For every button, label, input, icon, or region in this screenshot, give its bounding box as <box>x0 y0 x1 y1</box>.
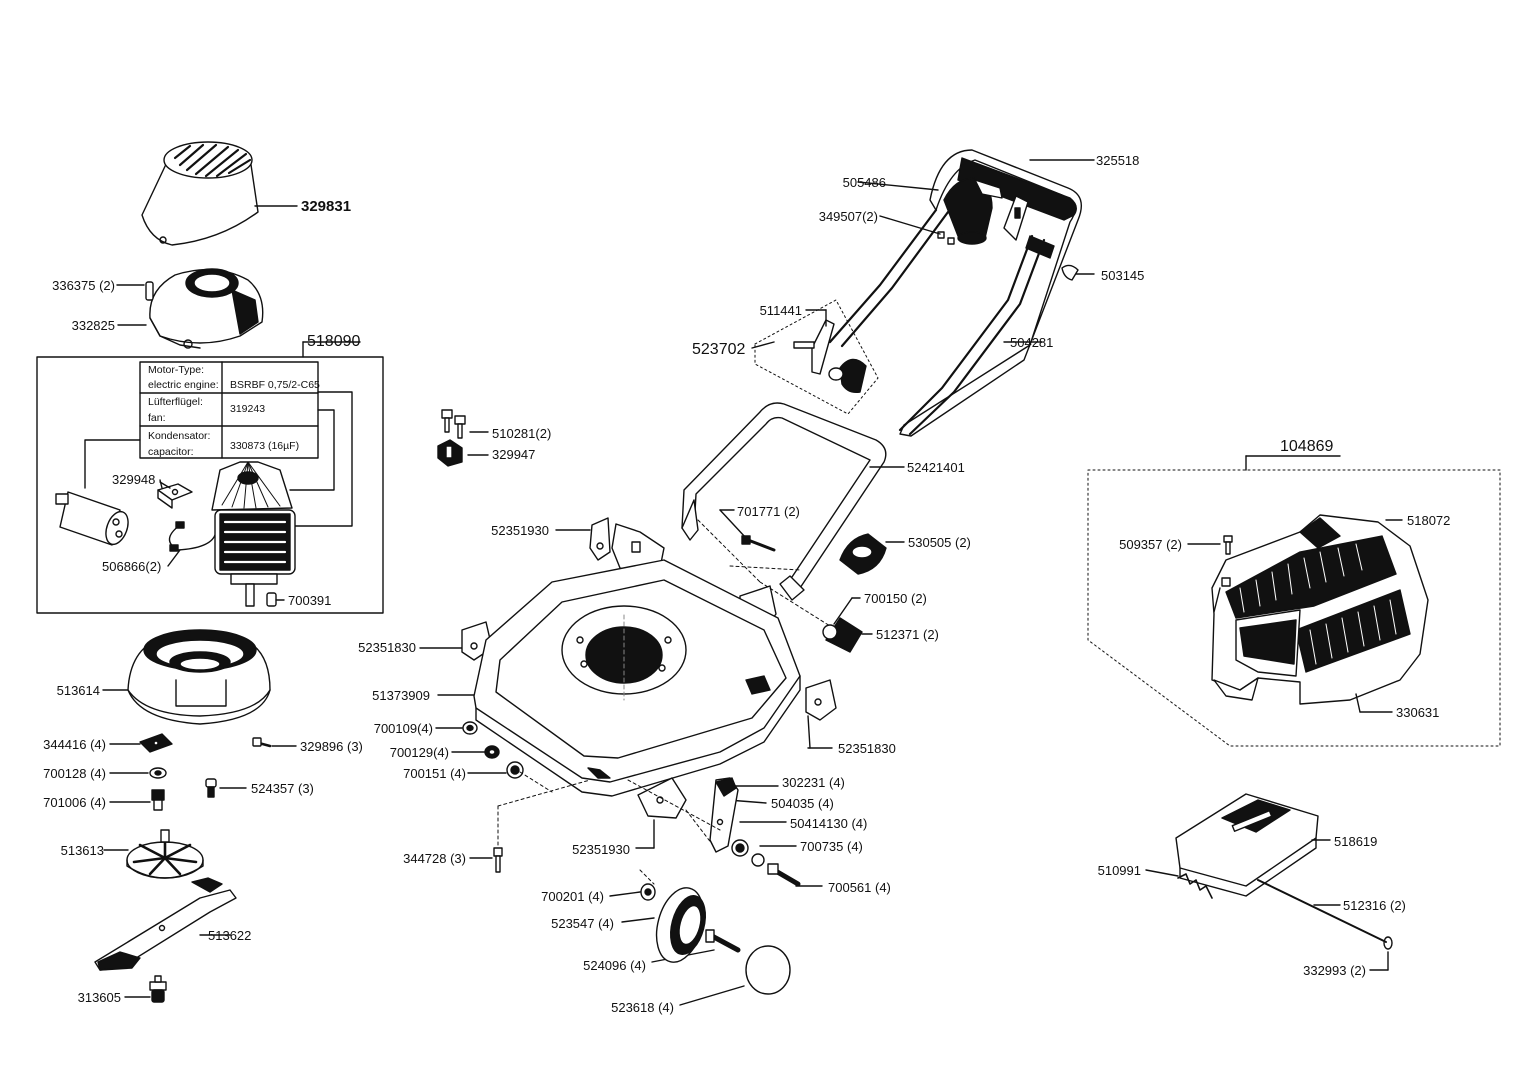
part-label: 52351930 <box>572 842 630 857</box>
electric-engine-value: BSRBF 0,75/2-C65 <box>230 379 320 391</box>
part-label: 332993 (2) <box>1303 963 1366 978</box>
part-label: 512316 (2) <box>1343 898 1406 913</box>
part-label: 51373909 <box>372 688 430 703</box>
part-label: 349507(2) <box>818 209 878 224</box>
part-label: 503145 <box>1101 268 1145 283</box>
part-label: 701771 (2) <box>737 504 800 519</box>
part-label: 524357 (3) <box>251 781 314 796</box>
part-label: 700109(4) <box>373 721 433 736</box>
part-label: 513622 <box>208 928 252 943</box>
part-label: 336375 (2) <box>52 278 115 293</box>
capacitor-value: 330873 (16µF) <box>230 440 300 452</box>
part-label: 700391 <box>288 593 332 608</box>
part-label: 344416 (4) <box>43 737 106 752</box>
electric-engine-label: electric engine: <box>148 379 219 391</box>
blade-drawing <box>94 877 237 971</box>
fan-label: fan: <box>148 412 166 424</box>
part-label: 700735 (4) <box>800 839 863 854</box>
part-label: 329947 <box>492 447 536 462</box>
part-label: 506866(2) <box>102 559 162 574</box>
mower-deck-drawing <box>473 559 801 797</box>
part-label: 512371 (2) <box>876 627 939 642</box>
part-label: 510281(2) <box>492 426 552 441</box>
part-label: 313605 <box>77 990 121 1005</box>
grass-box-drawing <box>1211 514 1429 705</box>
fan-label-de: Lüfterflügel: <box>148 396 203 408</box>
part-label: 511441 <box>759 303 802 318</box>
group-label-grass-box: 104869 <box>1280 438 1334 455</box>
lower-handle-drawing <box>681 402 887 601</box>
part-label: 52421401 <box>907 460 965 475</box>
rear-flap-drawing <box>1175 793 1319 897</box>
motor-kit-box <box>36 356 384 614</box>
cooling-fan-drawing <box>126 829 204 879</box>
part-label: 332825 <box>71 318 115 333</box>
wheel-drawing <box>655 887 706 963</box>
part-label: 329831 <box>301 198 352 215</box>
part-label: 700561 (4) <box>828 880 891 895</box>
part-label: 504281 <box>1010 335 1054 350</box>
part-label: 700128 (4) <box>43 766 106 781</box>
part-label: 329896 (3) <box>300 739 363 754</box>
part-label: 330631 <box>1396 705 1440 720</box>
part-label: 701006 (4) <box>43 795 106 810</box>
part-label: 344728 (3) <box>403 851 466 866</box>
fan-value: 319243 <box>230 403 266 415</box>
part-label: 524096 (4) <box>583 958 646 973</box>
electric-motor-drawing <box>211 461 296 607</box>
part-label: 523618 (4) <box>611 1000 674 1015</box>
part-label: 518072 <box>1407 513 1451 528</box>
part-label: 52351830 <box>838 741 896 756</box>
part-label: 510991 <box>1097 863 1141 878</box>
part-label: 302231 (4) <box>782 775 845 790</box>
motor-type-label: Motor-Type: <box>148 364 205 376</box>
top-cover-drawing <box>141 141 259 246</box>
part-label: 530505 (2) <box>908 535 971 550</box>
part-label: 700151 (4) <box>403 766 466 781</box>
part-label: 513613 <box>60 843 104 858</box>
capacitor-label: capacitor: <box>148 446 194 458</box>
part-label: 329948 <box>112 472 156 487</box>
part-label: 52351830 <box>358 640 416 655</box>
part-label: 505486 <box>842 175 886 190</box>
motor-hood-drawing <box>145 268 264 349</box>
capacitor-label-de: Kondensator: <box>148 430 211 442</box>
capacitor-drawing <box>55 491 129 546</box>
part-label: 518619 <box>1334 834 1378 849</box>
part-label: 52351930 <box>491 523 549 538</box>
group-label-motor-kit: 518090 <box>307 333 361 350</box>
part-label: 700129(4) <box>389 745 449 760</box>
part-label: 700150 (2) <box>864 591 927 606</box>
part-label: 325518 <box>1096 153 1140 168</box>
part-label: 504035 (4) <box>771 796 834 811</box>
motor-flange-drawing <box>127 629 271 725</box>
part-label: 513614 <box>56 683 100 698</box>
part-label: 523547 (4) <box>551 916 614 931</box>
part-label: 50414130 (4) <box>790 816 868 831</box>
upper-handle-drawing <box>828 149 1082 437</box>
motor-spec-table <box>139 361 319 459</box>
group-label-handle-kit: 523702 <box>692 341 746 358</box>
part-label: 700201 (4) <box>541 889 604 904</box>
part-label: 509357 (2) <box>1119 537 1182 552</box>
